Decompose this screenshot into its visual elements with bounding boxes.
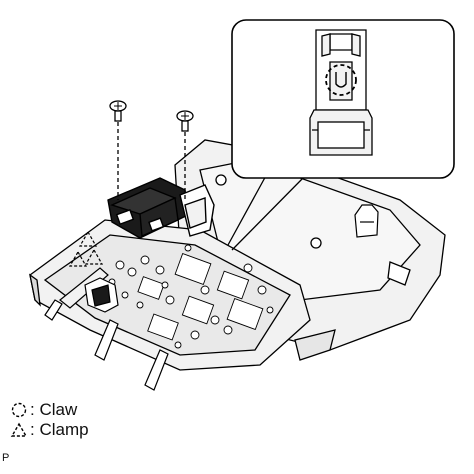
legend: : Claw : Clamp bbox=[10, 400, 89, 440]
console-base-plate bbox=[29, 219, 311, 371]
clamp-marker-icon bbox=[68, 230, 104, 267]
figure-code: P bbox=[2, 452, 10, 464]
claw-marker-icon bbox=[325, 64, 357, 96]
legend-item-clamp: : Clamp bbox=[10, 420, 89, 440]
bolt-left bbox=[109, 100, 127, 200]
dashed-triangle-icon bbox=[10, 422, 28, 437]
callout-leader bbox=[227, 171, 306, 251]
claw-detail bbox=[309, 29, 373, 156]
harness-bracket bbox=[84, 277, 119, 313]
housing-clip bbox=[354, 204, 379, 238]
legend-label-clamp: : Clamp bbox=[30, 420, 89, 439]
wire-harness bbox=[44, 267, 169, 391]
bolt-right bbox=[176, 110, 194, 200]
legend-item-claw: : Claw bbox=[10, 400, 89, 420]
legend-label-claw: : Claw bbox=[30, 400, 78, 419]
connector-module bbox=[107, 177, 215, 239]
dashed-circle-icon bbox=[11, 402, 27, 418]
board-components bbox=[108, 244, 274, 349]
